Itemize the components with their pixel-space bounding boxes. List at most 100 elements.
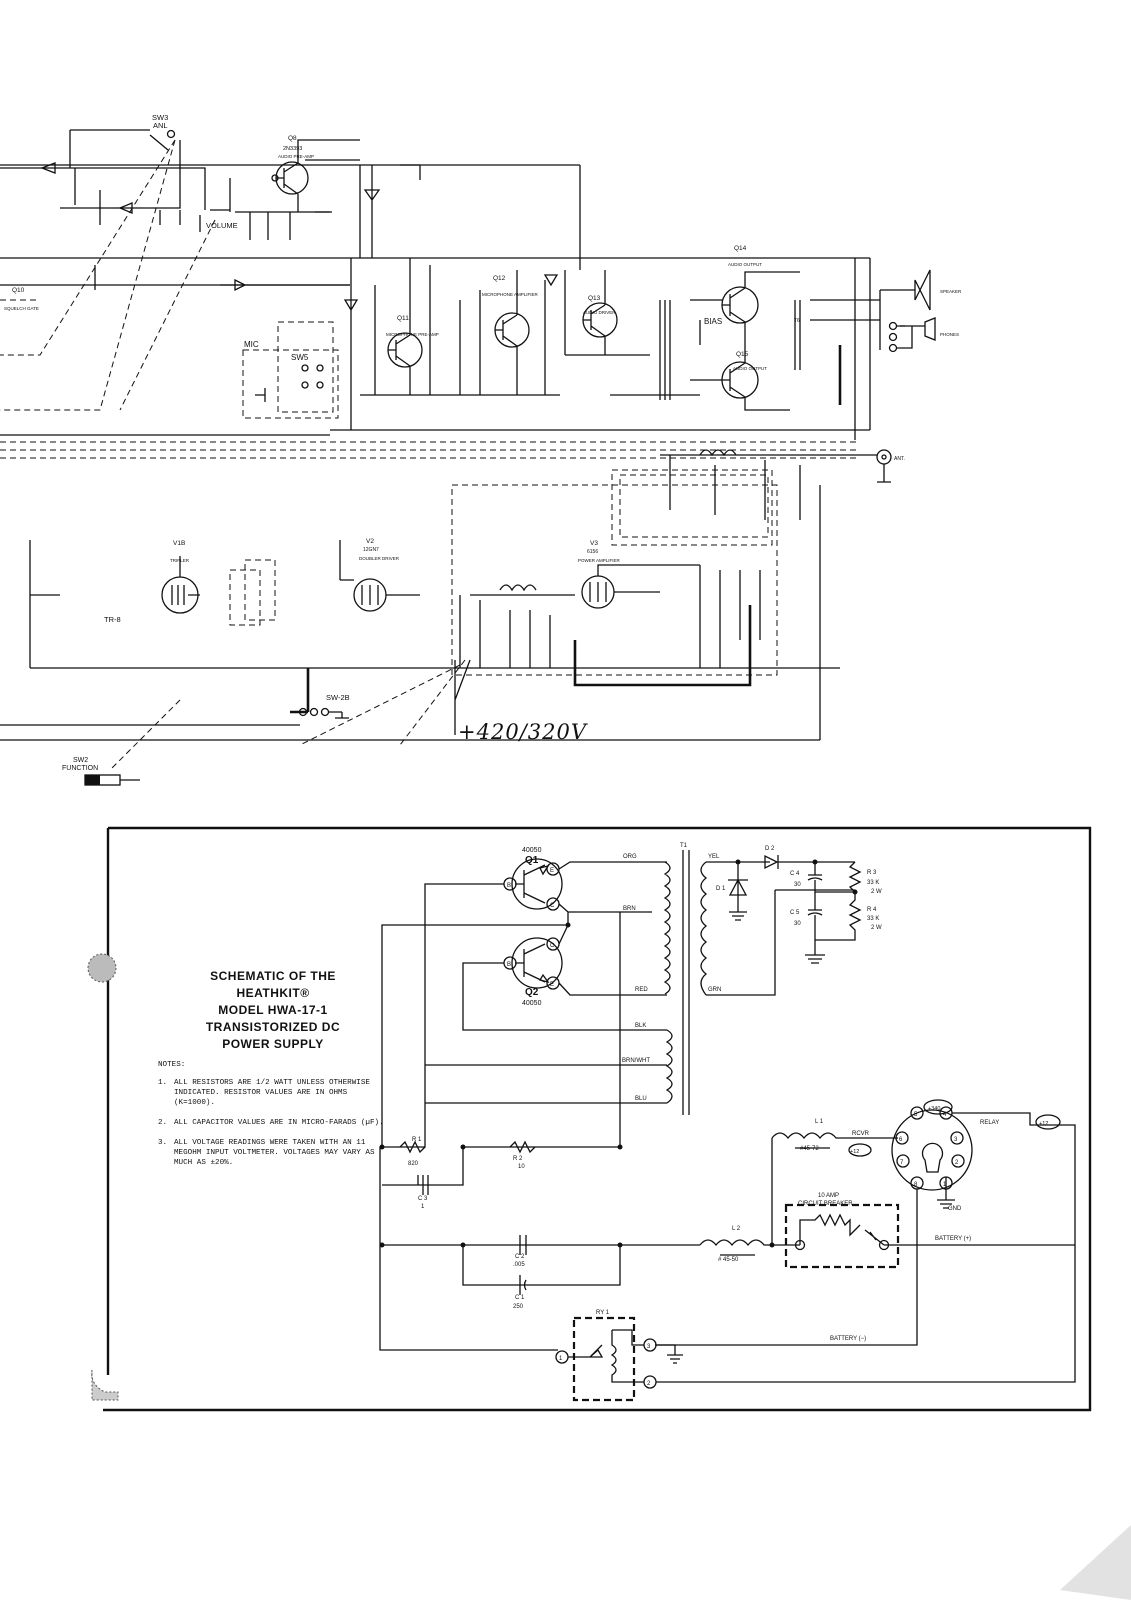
- note-item: 2. ALL CAPACITOR VALUES ARE IN MICRO-FAR…: [158, 1118, 388, 1128]
- label-c2: C 2: [515, 1254, 525, 1260]
- label-v12-relay: +12: [1039, 1121, 1048, 1127]
- q1-transistor: [511, 858, 563, 910]
- sheet-artifacts: [87, 953, 1131, 1600]
- label-rcvr: RCVR: [852, 1131, 870, 1137]
- q2-pin-c: C: [550, 943, 555, 949]
- label-t1: T1: [680, 843, 688, 849]
- note-number: 3.: [158, 1139, 168, 1147]
- socket-pin-7: 7: [900, 1160, 904, 1166]
- power-supply-schematic: [103, 826, 1092, 1412]
- label-c5-val: 30: [794, 921, 801, 927]
- label-q10-func: SQUELCH GATE: [4, 306, 39, 311]
- label-q8: Q8: [288, 135, 297, 142]
- note-text: ALL VOLTAGE READINGS WERE TAKEN WITH AN …: [174, 1139, 375, 1167]
- label-c5: C 5: [790, 910, 800, 916]
- label-tr8: TR-8: [104, 615, 121, 624]
- note-item: 1. ALL RESISTORS ARE 1/2 WATT UNLESS OTH…: [158, 1078, 388, 1108]
- upper-schematic: [0, 129, 936, 786]
- wire-blu: BLU: [635, 1096, 647, 1102]
- note-item: 3. ALL VOLTAGE READINGS WERE TAKEN WITH …: [158, 1138, 388, 1168]
- label-l1: L 1: [815, 1119, 824, 1125]
- label-relay: RELAY: [980, 1120, 999, 1126]
- q1-pin-c: C: [550, 903, 555, 909]
- label-bias: BIAS: [704, 317, 722, 326]
- label-q2: Q2: [525, 987, 539, 998]
- socket-pin-1: 1: [943, 1182, 947, 1188]
- label-c1: C 1: [515, 1295, 525, 1301]
- label-q10: Q10: [12, 287, 25, 294]
- label-v3: V3: [590, 540, 598, 547]
- label-q15-func: AUDIO OUTPUT: [733, 366, 767, 371]
- title-line-3: MODEL HWA-17-1: [218, 1003, 328, 1017]
- label-volume: VOLUME: [206, 221, 238, 230]
- q2-pin-e: E: [550, 982, 554, 988]
- label-l1-part: #45-72: [800, 1146, 819, 1152]
- label-battery-pos: BATTERY (+): [935, 1236, 971, 1242]
- label-sw2b: SW-2B: [326, 693, 350, 702]
- relay-ry1: [572, 1316, 636, 1402]
- label-c2-val: .005: [513, 1262, 525, 1268]
- label-gnd: GND: [948, 1206, 962, 1212]
- q1-pin-e: E: [550, 868, 554, 874]
- label-r3-val: 33 K: [867, 880, 879, 886]
- wire-brn: BRN: [623, 906, 636, 912]
- label-v12-rcvr: +12: [850, 1149, 859, 1155]
- label-v2-func: DOUBLER DRIVER: [359, 556, 400, 561]
- q2-pin-b: B: [507, 962, 511, 968]
- label-ant: ANT.: [894, 456, 905, 462]
- socket-pin-8: 8: [914, 1182, 918, 1188]
- title-block: SCHEMATIC OF THE HEATHKIT® MODEL HWA-17-…: [178, 968, 368, 1053]
- label-r2: R 2: [513, 1156, 523, 1162]
- label-l2-part: # 45-50: [718, 1257, 739, 1263]
- wire-brn-wht: BRN/WHT: [622, 1058, 650, 1064]
- label-v3-func: POWER AMPLIFIER: [578, 558, 621, 563]
- title-line-1: SCHEMATIC OF THE: [210, 969, 336, 983]
- label-breaker: CIRCUIT BREAKER: [798, 1201, 853, 1207]
- label-v340: +340: [928, 1106, 940, 1112]
- label-c4: C 4: [790, 871, 800, 877]
- label-mic: MIC: [244, 340, 259, 349]
- power-socket: [891, 1109, 973, 1191]
- note-text: ALL RESISTORS ARE 1/2 WATT UNLESS OTHERW…: [174, 1079, 370, 1107]
- notes-block: NOTES: 1. ALL RESISTORS ARE 1/2 WATT UNL…: [158, 1060, 388, 1178]
- label-c3-val: 1: [421, 1204, 425, 1210]
- label-c4-val: 30: [794, 882, 801, 888]
- socket-pin-5: 5: [914, 1112, 918, 1118]
- label-l2: L 2: [732, 1226, 741, 1232]
- label-q14: Q14: [734, 245, 747, 252]
- title-line-5: POWER SUPPLY: [222, 1037, 324, 1051]
- relay-pin-3: 3: [647, 1344, 651, 1350]
- label-c3: C 3: [418, 1196, 428, 1202]
- label-q12: Q12: [493, 275, 506, 282]
- label-d1: D 1: [716, 886, 726, 892]
- notes-header: NOTES:: [158, 1061, 186, 1069]
- label-q8-type: 2N3393: [283, 146, 302, 152]
- socket-pin-3: 3: [954, 1137, 958, 1143]
- wire-red: RED: [635, 987, 648, 993]
- wire-yel: YEL: [708, 854, 720, 860]
- label-r2-val: 10: [518, 1164, 525, 1170]
- label-v1b: V1B: [173, 540, 185, 547]
- label-q13-func: AUDIO DRIVER: [583, 310, 616, 315]
- label-r3: R 3: [867, 870, 877, 876]
- relay-pin-1: 1: [559, 1356, 563, 1362]
- label-v2: V2: [366, 538, 374, 545]
- label-d2: D 2: [765, 846, 775, 852]
- label-q2-part: 40050: [522, 1000, 542, 1007]
- label-r1-val: 820: [408, 1161, 419, 1167]
- label-phones: PHONES: [940, 332, 959, 337]
- title-line-4: TRANSISTORIZED DC: [205, 1020, 341, 1034]
- label-r4: R 4: [867, 907, 877, 913]
- label-v2-type: 12GN7: [363, 547, 379, 553]
- socket-pin-4: 4: [943, 1112, 947, 1118]
- relay-pin-2: 2: [647, 1381, 651, 1387]
- label-q14-func: AUDIO OUTPUT: [728, 262, 762, 267]
- power-supply-labels: 40050 Q1 Q2 40050 B E C B C E T1 ORG BRN…: [408, 843, 1048, 1387]
- label-q12-func: MICROPHONE AMPLIFIER: [482, 292, 539, 297]
- upper-labels: SW3 ANL VOLUME Q8 2N3393 AUDIO PRE-AMP Q…: [4, 113, 962, 772]
- label-r4-w: 2 W: [871, 925, 882, 931]
- label-battery-neg: BATTERY (−): [830, 1336, 866, 1342]
- label-r4-val: 33 K: [867, 916, 879, 922]
